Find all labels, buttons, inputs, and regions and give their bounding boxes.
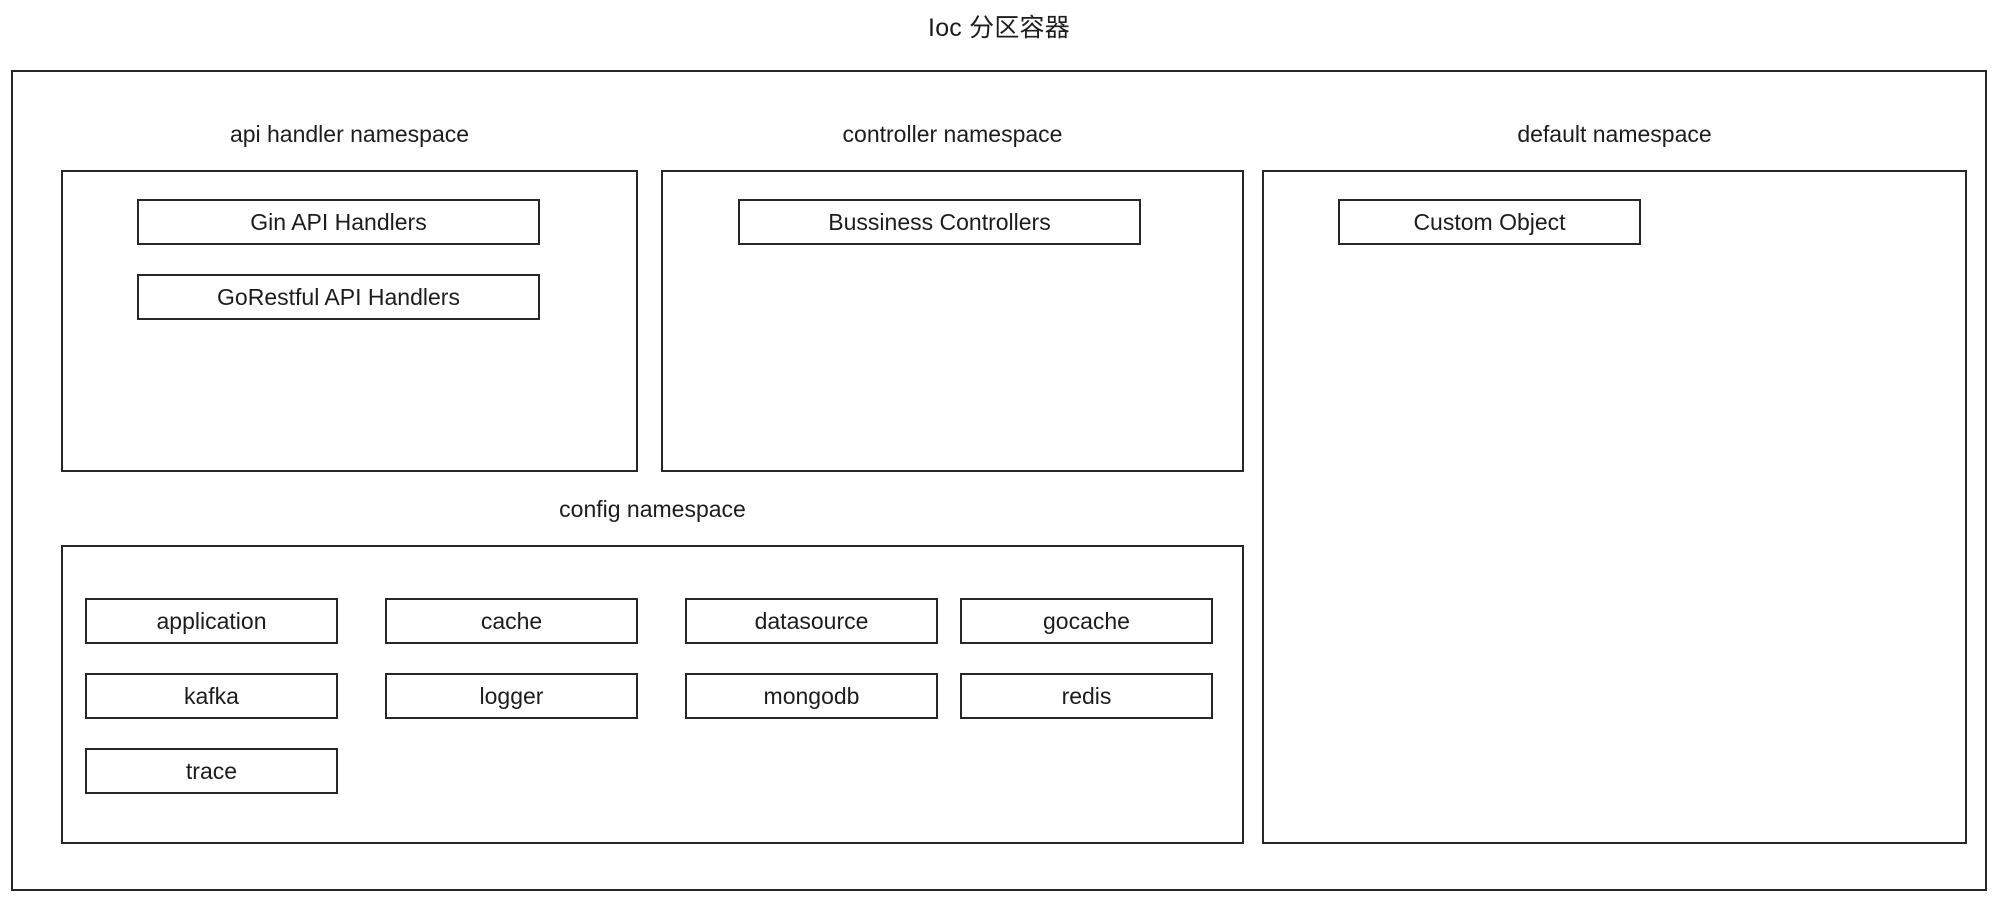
item-bussiness-controllers[interactable]: Bussiness Controllers	[738, 199, 1141, 245]
item-kafka[interactable]: kafka	[85, 673, 338, 719]
item-mongodb[interactable]: mongodb	[685, 673, 938, 719]
item-gorestful-api-handlers[interactable]: GoRestful API Handlers	[137, 274, 540, 320]
namespace-box-default	[1262, 170, 1967, 844]
namespace-label-controller: controller namespace	[842, 121, 1063, 147]
item-application[interactable]: application	[85, 598, 338, 644]
item-gocache[interactable]: gocache	[960, 598, 1213, 644]
item-custom-object[interactable]: Custom Object	[1338, 199, 1641, 245]
item-logger[interactable]: logger	[385, 673, 638, 719]
item-trace[interactable]: trace	[85, 748, 338, 794]
item-cache[interactable]: cache	[385, 598, 638, 644]
item-datasource[interactable]: datasource	[685, 598, 938, 644]
item-gin-api-handlers[interactable]: Gin API Handlers	[137, 199, 540, 245]
diagram-title: Ioc 分区容器	[928, 14, 1070, 42]
namespace-label-default: default namespace	[1517, 121, 1712, 147]
namespace-label-api-handler: api handler namespace	[229, 121, 470, 147]
namespace-label-config: config namespace	[559, 496, 746, 522]
item-redis[interactable]: redis	[960, 673, 1213, 719]
